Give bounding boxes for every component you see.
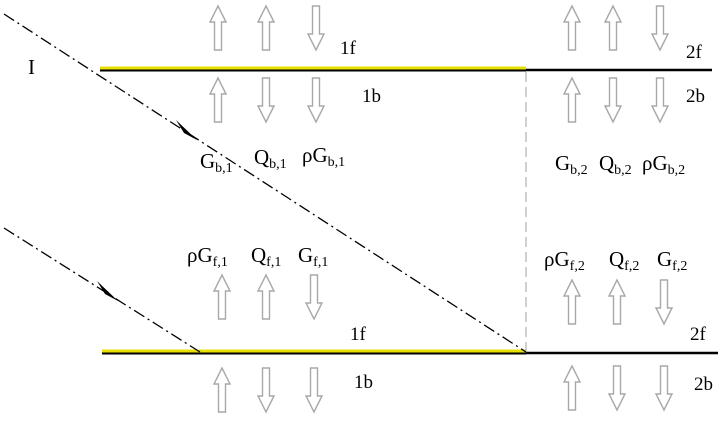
label-bottom-2f: 2f	[690, 324, 707, 345]
hollow-up-arrow-icon	[257, 5, 275, 51]
label-top-2b: 2b	[686, 86, 705, 107]
hollow-up-arrow-icon	[563, 77, 581, 123]
top-arrows-below	[209, 77, 669, 123]
label-bottom-2b: 2b	[694, 374, 713, 395]
hollow-down-arrow-icon	[305, 274, 323, 320]
ray-arrowhead-icon	[97, 281, 118, 301]
hollow-up-arrow-icon	[563, 279, 581, 325]
incident-ray-bottom	[3, 227, 201, 353]
hollow-down-arrow-icon	[307, 5, 325, 51]
incident-label: I	[28, 55, 35, 79]
hollow-down-arrow-icon	[305, 367, 323, 413]
hollow-up-arrow-icon	[213, 274, 231, 320]
hollow-up-arrow-icon	[209, 5, 227, 51]
hollow-down-arrow-icon	[257, 367, 275, 413]
hollow-down-arrow-icon	[655, 365, 673, 411]
flux-rhog-f2: ρGf,2	[544, 247, 585, 274]
hollow-down-arrow-icon	[257, 77, 275, 123]
hollow-up-arrow-icon	[563, 365, 581, 411]
flux-g-f1: Gf,1	[298, 243, 328, 270]
hollow-up-arrow-icon	[608, 279, 626, 325]
flux-rhog-f1: ρGf,1	[187, 243, 228, 270]
hollow-up-arrow-icon	[604, 5, 622, 51]
incident-ray-top	[3, 13, 527, 353]
flux-rhog-b1: ρGb,1	[302, 143, 345, 170]
top-arrows-above	[209, 5, 669, 51]
hollow-up-arrow-icon	[213, 367, 231, 413]
label-bottom-1f: 1f	[350, 324, 367, 345]
hollow-down-arrow-icon	[608, 365, 626, 411]
hollow-down-arrow-icon	[604, 77, 622, 123]
label-top-1f: 1f	[340, 38, 357, 59]
hollow-up-arrow-icon	[257, 274, 275, 320]
hollow-up-arrow-icon	[209, 77, 227, 123]
lower-ray-tail	[200, 352, 206, 430]
bottom-surface	[102, 349, 718, 355]
flux-q-b2: Qb,2	[599, 151, 632, 178]
flux-q-f2: Qf,2	[609, 247, 639, 274]
hollow-down-arrow-icon	[655, 279, 673, 325]
bottom-arrows-below	[213, 365, 673, 413]
bottom-arrows-above	[213, 274, 673, 325]
flux-g-f2: Gf,2	[657, 247, 687, 274]
hollow-down-arrow-icon	[307, 77, 325, 123]
label-top-2f: 2f	[686, 42, 703, 63]
hollow-down-arrow-icon	[651, 5, 669, 51]
flux-g-b2: Gb,2	[555, 151, 588, 178]
hollow-down-arrow-icon	[651, 77, 669, 123]
top-surface	[100, 66, 712, 72]
flux-g-b1: Gb,1	[200, 149, 233, 176]
label-bottom-1b: 1b	[354, 372, 373, 393]
flux-q-b1: Qb,1	[254, 145, 287, 172]
label-top-1b: 1b	[362, 86, 381, 107]
ray-arrowhead-icon	[176, 120, 197, 140]
hollow-up-arrow-icon	[563, 5, 581, 51]
flux-q-f1: Qf,1	[251, 243, 281, 270]
flux-rhog-b2: ρGb,2	[642, 151, 685, 178]
